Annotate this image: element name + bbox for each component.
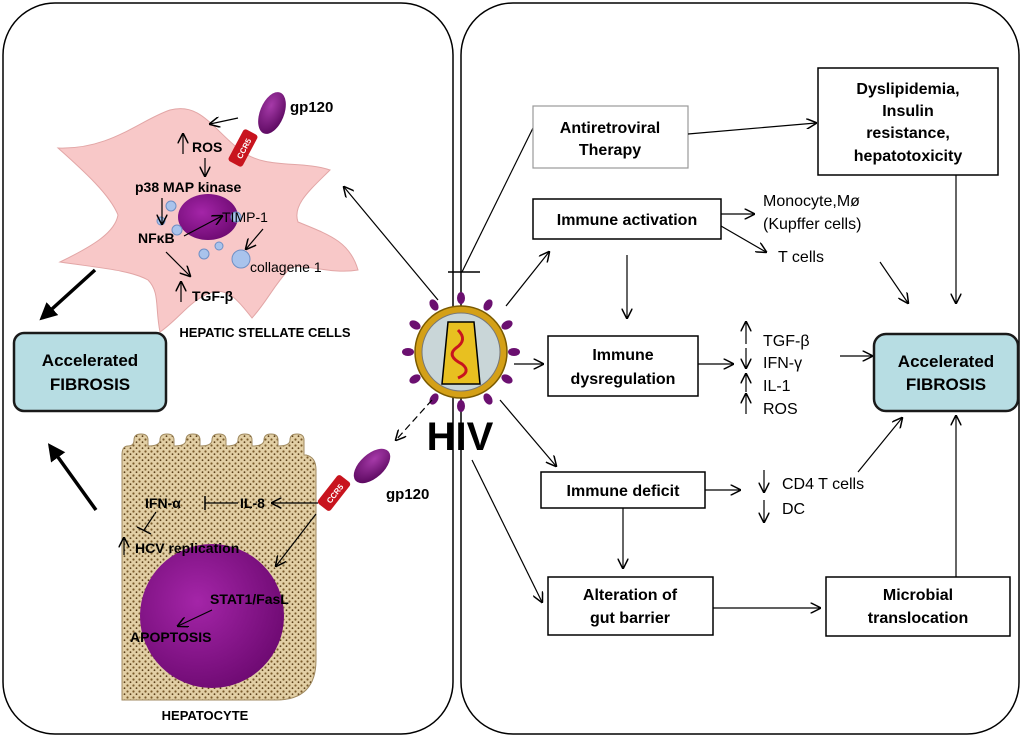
collagen-label: collagene 1: [250, 259, 322, 275]
immune-activation-label: Immune activation: [557, 212, 697, 229]
cytokine-label: ROS: [763, 401, 798, 418]
arrow-hiv-stellate: [344, 187, 439, 301]
ifn-alpha-label: IFN-α: [145, 495, 181, 511]
gut-line2: gut barrier: [590, 610, 670, 627]
tcells-label: T cells: [778, 249, 824, 266]
arrow-hiv-gut: [471, 459, 542, 602]
hcv-label: HCV replication: [135, 540, 239, 556]
stellate-nucleus: [178, 194, 238, 240]
il8-label: IL-8: [240, 495, 265, 511]
stellate-caption: HEPATIC STELLATE CELLS: [179, 325, 350, 340]
tgf-label: TGF-β: [192, 288, 234, 304]
inhibit-ifn-hcv-bar: [136, 526, 152, 535]
arrow-hiv-deficit: [499, 399, 556, 466]
arrow-gp120-ros: [210, 118, 239, 124]
immune-dysregulation-box: [547, 335, 699, 397]
gp120-label: gp120: [290, 99, 333, 116]
left-fibrosis-box: [12, 331, 168, 413]
arrow-hepatocyte-fibrosis: [47, 443, 98, 512]
arrow-hiv-hepatocyte: [396, 399, 433, 440]
dyslipidemia-line1: Dyslipidemia,: [856, 81, 959, 98]
arrow-nfkb-timp1: [183, 216, 222, 237]
immune-deficit-box: [540, 471, 706, 509]
nfkb-label: NFκB: [138, 230, 175, 246]
arrow-art-dyslipidemia: [687, 123, 816, 135]
dyslipidemia-line3: resistance,: [866, 125, 950, 142]
right-fibrosis-box: [872, 332, 1020, 413]
stellate-cell: [56, 108, 359, 333]
arrow-tcells-fibrosis: [879, 261, 908, 303]
microbial-line1: Microbial: [883, 587, 953, 604]
gut-barrier-box: [547, 576, 714, 636]
hiv-label: HIV: [427, 415, 494, 459]
dyslipidemia-line2: Insulin: [882, 103, 934, 120]
cytokine-label: TGF-β: [763, 333, 810, 350]
immune-deficit-label: Immune deficit: [567, 483, 681, 500]
dysregulation-line1: Immune: [592, 347, 653, 364]
cytokine-label: IL-1: [763, 378, 791, 395]
hepatocyte-caption: HEPATOCYTE: [162, 708, 249, 723]
deficit-item: CD4 T cells: [782, 476, 864, 493]
art-inhibits-hiv: [461, 127, 534, 273]
gp120-molecule: [258, 92, 286, 134]
left-fibrosis-line1: Accelerated: [42, 351, 138, 370]
virus-spikes: [402, 292, 520, 412]
art-box: [532, 105, 689, 169]
art-line1: Antiretroviral: [560, 120, 660, 137]
inhibit-ifn-hcv: [143, 511, 157, 531]
immune-activation-box: [532, 198, 722, 240]
stat-label: STAT1/FasL: [210, 591, 289, 607]
arrow-deficit-fibrosis: [857, 418, 902, 473]
dyslipidemia-line4: hepatotoxicity: [854, 148, 963, 165]
hiv-virus-icon: [402, 292, 520, 412]
vesicle: [156, 216, 166, 226]
vesicle: [165, 200, 177, 212]
arrow-nfkb-tgf: [165, 251, 190, 276]
vesicle: [230, 211, 242, 223]
gp120-molecule: [353, 448, 391, 484]
right-fibrosis-line1: Accelerated: [898, 352, 994, 371]
vesicle: [231, 249, 251, 269]
gp120-label: gp120: [386, 486, 429, 503]
cytokine-label: IFN-γ: [763, 355, 802, 372]
vesicle: [214, 241, 224, 251]
apoptosis-label: APOPTOSIS: [130, 629, 211, 645]
microbial-translocation-box: [825, 576, 1011, 637]
hepatocyte-nucleus: [140, 544, 284, 688]
p38-label: p38 MAP kinase: [135, 179, 242, 195]
dyslipidemia-box: [817, 67, 999, 176]
vesicle: [198, 248, 210, 260]
gut-line1: Alteration of: [583, 587, 678, 604]
right-fibrosis-line2: FIBROSIS: [906, 375, 986, 394]
arrow-hiv-activation: [505, 252, 549, 307]
ros-label: ROS: [192, 139, 222, 155]
left-fibrosis-line2: FIBROSIS: [50, 375, 130, 394]
timp1-label: TIMP-1: [222, 209, 268, 225]
dysregulation-line2: dysregulation: [571, 371, 676, 388]
arrow-stellate-fibrosis: [39, 268, 97, 321]
arrow-receptor-stat: [276, 513, 317, 566]
arrow-stat-apoptosis: [178, 609, 213, 626]
vesicle: [171, 224, 183, 236]
monocyte-line1: Monocyte,Mø: [763, 193, 860, 210]
arrow-timp1-collagen: [246, 228, 264, 249]
monocyte-line2: (Kupffer cells): [763, 216, 861, 233]
arrow-activation-tcells: [720, 225, 766, 252]
art-line2: Therapy: [579, 142, 641, 159]
deficit-item: DC: [782, 501, 805, 518]
microbial-line2: translocation: [868, 610, 968, 627]
